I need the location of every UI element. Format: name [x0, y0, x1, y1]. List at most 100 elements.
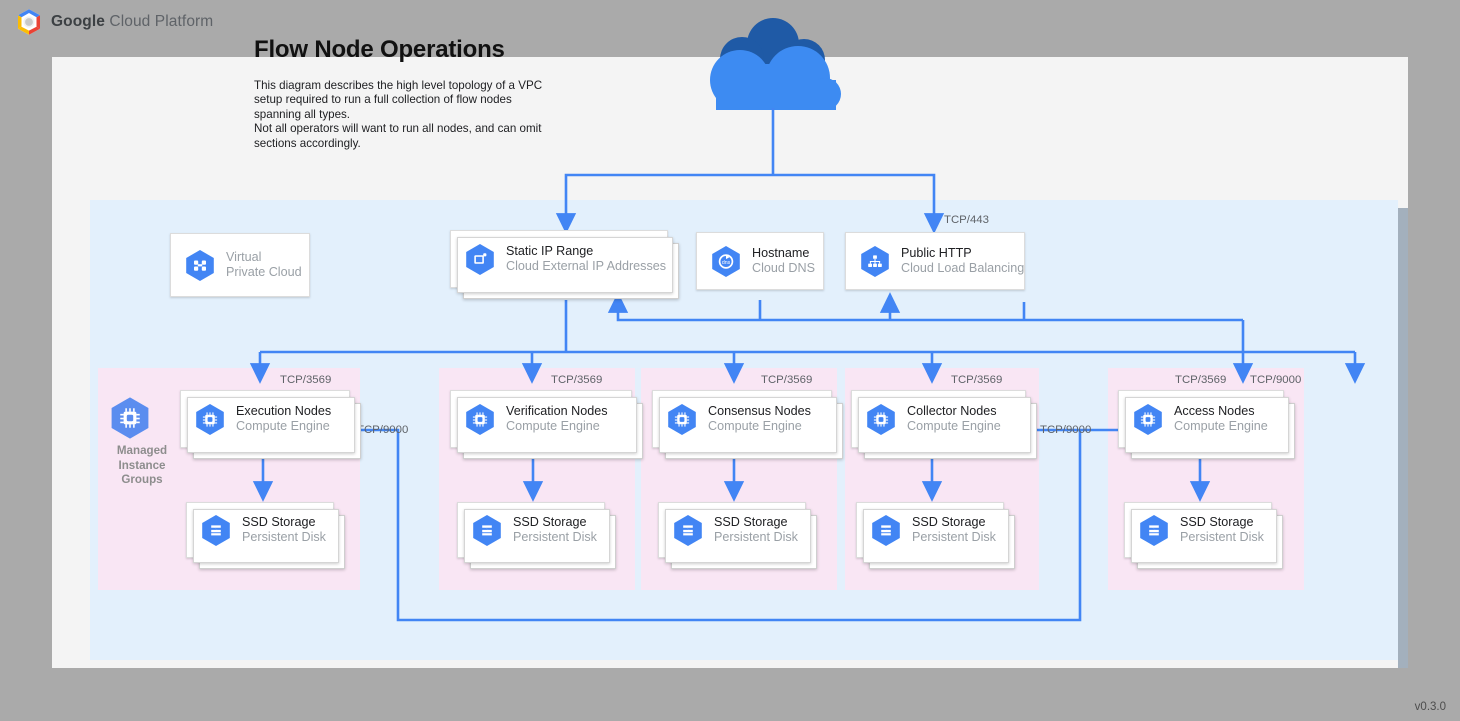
card-wrap-storage-consensus: SSD Storage Persistent Disk [658, 502, 817, 569]
compute-engine-icon [1133, 403, 1163, 436]
node-card-ssd-storage-execution[interactable]: SSD Storage Persistent Disk [186, 502, 345, 569]
node-card-consensus-nodes[interactable]: Consensus Nodes Compute Engine [652, 390, 843, 459]
node-card-text: SSD Storage Persistent Disk [1180, 515, 1264, 545]
node-card-title: SSD Storage [912, 515, 986, 529]
persistent-disk-icon [673, 514, 703, 547]
node-card-collector-nodes[interactable]: Collector Nodes Compute Engine [851, 390, 1037, 459]
node-card-text: Virtual Private Cloud [226, 250, 302, 280]
compute-engine-icon [195, 403, 225, 436]
node-card-title: SSD Storage [714, 515, 788, 529]
node-card-subtitle: Persistent Disk [714, 530, 798, 544]
node-card-text: Collector Nodes Compute Engine [907, 404, 1001, 434]
mig-line-3: Groups [121, 473, 163, 486]
page-title: Flow Node Operations [254, 36, 505, 63]
node-card-subtitle: Persistent Disk [1180, 530, 1264, 544]
svg-text:dns: dns [722, 260, 731, 266]
node-card-subtitle: Compute Engine [506, 419, 600, 433]
compute-engine-icon [667, 403, 697, 436]
node-card-subtitle: Persistent Disk [912, 530, 996, 544]
node-card-title: Collector Nodes [907, 404, 997, 418]
version-label: v0.3.0 [1414, 701, 1446, 713]
card-wrap-hostname: dns Hostname Cloud DNS [696, 232, 824, 290]
brand-rest: Cloud Platform [105, 13, 214, 30]
node-card-text: SSD Storage Persistent Disk [912, 515, 996, 545]
node-card-title: Execution Nodes [236, 404, 332, 418]
compute-engine-icon [110, 396, 174, 440]
card-wrap-storage-collector: SSD Storage Persistent Disk [856, 502, 1015, 569]
node-card-title: Access Nodes [1174, 404, 1255, 418]
card-wrap-storage-access: SSD Storage Persistent Disk [1124, 502, 1283, 569]
node-card-subtitle: Compute Engine [1174, 419, 1268, 433]
node-card-title: Virtual [226, 250, 262, 264]
node-card-text: Public HTTP Cloud Load Balancing [901, 246, 1024, 276]
node-card-ssd-storage-consensus[interactable]: SSD Storage Persistent Disk [658, 502, 817, 569]
node-card-execution-nodes[interactable]: Execution Nodes Compute Engine [180, 390, 361, 459]
node-card-subtitle: Private Cloud [226, 265, 302, 279]
node-card-subtitle: Compute Engine [236, 419, 330, 433]
node-card-text: Access Nodes Compute Engine [1174, 404, 1268, 434]
node-card-title: SSD Storage [513, 515, 587, 529]
node-card-ssd-storage-verification[interactable]: SSD Storage Persistent Disk [457, 502, 616, 569]
node-card-static-ip-range[interactable]: Static IP Range Cloud External IP Addres… [450, 230, 679, 299]
card-wrap-storage-verification: SSD Storage Persistent Disk [457, 502, 616, 569]
persistent-disk-icon [472, 514, 502, 547]
port-label-consen: TCP/3569 [761, 374, 813, 386]
node-card-subtitle: Cloud External IP Addresses [506, 259, 667, 273]
card-wrap-storage-execution: SSD Storage Persistent Disk [186, 502, 345, 569]
node-card-virtual-private-cloud[interactable]: Virtual Private Cloud [170, 233, 310, 297]
node-card-title: Consensus Nodes [708, 404, 811, 418]
card-wrap-consensus-nodes: Consensus Nodes Compute Engine [652, 390, 843, 459]
node-card-text: SSD Storage Persistent Disk [242, 515, 326, 545]
vpc-icon [185, 249, 215, 282]
node-card-text: SSD Storage Persistent Disk [714, 515, 798, 545]
vpc-region-shadow [1398, 208, 1408, 668]
persistent-disk-icon [1139, 514, 1169, 547]
port-label-access-9000: TCP/9000 [1250, 374, 1302, 386]
gcp-hexagon-logo-icon [16, 8, 42, 36]
node-card-access-nodes[interactable]: Access Nodes Compute Engine [1118, 390, 1295, 459]
port-label-collect: TCP/3569 [951, 374, 1003, 386]
managed-instance-groups-text: Managed Instance Groups [110, 444, 174, 488]
node-card-title: Public HTTP [901, 246, 972, 260]
card-wrap-public-http: Public HTTP Cloud Load Balancing [845, 232, 1025, 290]
node-card-subtitle: Compute Engine [907, 419, 1001, 433]
card-wrap-execution-nodes: Execution Nodes Compute Engine [180, 390, 361, 459]
compute-engine-icon [465, 403, 495, 436]
port-label-exec: TCP/3569 [280, 374, 332, 386]
node-card-title: Verification Nodes [506, 404, 608, 418]
node-card-text: Consensus Nodes Compute Engine [708, 404, 811, 434]
node-card-subtitle: Cloud Load Balancing [901, 261, 1025, 275]
load-balancer-icon [860, 245, 890, 278]
persistent-disk-icon [871, 514, 901, 547]
port-label-access-to-collector: TCP/9000 [1040, 424, 1092, 436]
node-card-subtitle: Persistent Disk [242, 530, 326, 544]
port-label-https: TCP/443 [944, 214, 989, 226]
node-card-subtitle: Compute Engine [708, 419, 802, 433]
managed-instance-groups-label: Managed Instance Groups [110, 396, 174, 488]
brand-label: Google Cloud Platform [51, 13, 213, 31]
port-label-verif: TCP/3569 [551, 374, 603, 386]
cloud-dns-icon: dns [711, 245, 741, 278]
card-wrap-collector-nodes: Collector Nodes Compute Engine [851, 390, 1037, 459]
node-card-public-http[interactable]: Public HTTP Cloud Load Balancing [845, 232, 1025, 290]
compute-engine-icon [866, 403, 896, 436]
node-card-text: Execution Nodes Compute Engine [236, 404, 331, 434]
port-label-access-to-execution: TCP/9000 [357, 424, 409, 436]
external-ip-icon [465, 243, 495, 276]
node-card-ssd-storage-collector[interactable]: SSD Storage Persistent Disk [856, 502, 1015, 569]
card-wrap-static-ip: Static IP Range Cloud External IP Addres… [450, 230, 679, 299]
node-card-subtitle: Persistent Disk [513, 530, 597, 544]
node-card-text: Static IP Range Cloud External IP Addres… [506, 244, 666, 274]
node-card-text: Verification Nodes Compute Engine [506, 404, 608, 434]
card-wrap-access-nodes: Access Nodes Compute Engine [1118, 390, 1295, 459]
node-card-verification-nodes[interactable]: Verification Nodes Compute Engine [450, 390, 643, 459]
card-wrap-verification-nodes: Verification Nodes Compute Engine [450, 390, 643, 459]
node-card-text: SSD Storage Persistent Disk [513, 515, 597, 545]
brand-bold: Google [51, 13, 105, 30]
node-card-ssd-storage-access[interactable]: SSD Storage Persistent Disk [1124, 502, 1283, 569]
node-card-hostname[interactable]: dns Hostname Cloud DNS [696, 232, 824, 290]
cloud-icon [680, 18, 866, 110]
mig-line-1: Managed [116, 444, 168, 457]
card-wrap-vpc: Virtual Private Cloud [170, 233, 310, 297]
